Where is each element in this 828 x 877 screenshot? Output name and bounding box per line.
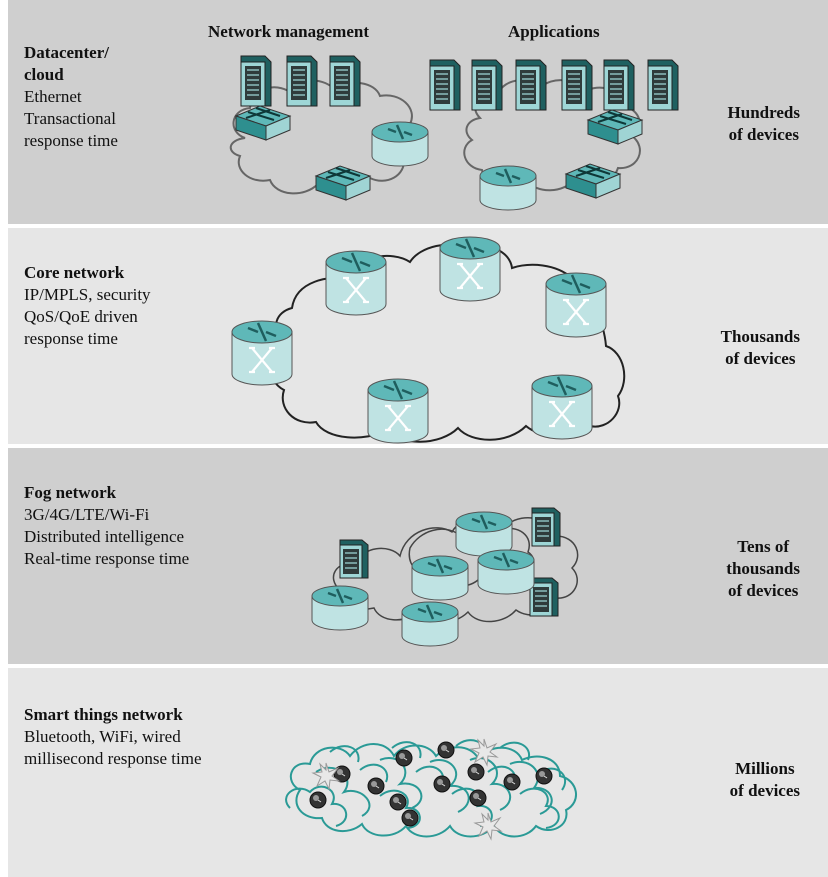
datacenter-title-2: cloud bbox=[24, 65, 64, 84]
sensor-icon bbox=[535, 767, 553, 785]
network-management-heading: Network management bbox=[208, 22, 369, 41]
fog-router-icon bbox=[400, 600, 460, 648]
datacenter-line-1: Ethernet bbox=[24, 87, 82, 106]
router-icon bbox=[370, 120, 430, 168]
core-router-icon bbox=[366, 377, 430, 445]
datacenter-scale: Hundreds of devices bbox=[728, 102, 800, 146]
sensor-icon bbox=[367, 777, 385, 795]
sensor-icon bbox=[437, 741, 455, 759]
core-router-icon bbox=[438, 235, 502, 303]
core-line-2: QoS/QoE driven bbox=[24, 307, 138, 326]
fog-router-icon bbox=[310, 584, 370, 632]
datacenter-line-2: Transactional bbox=[24, 109, 116, 128]
server-icon bbox=[471, 59, 503, 111]
server-icon bbox=[603, 59, 635, 111]
server-icon bbox=[429, 59, 461, 111]
fog-router-icon bbox=[410, 554, 470, 602]
sensor-icon bbox=[401, 809, 419, 827]
datacenter-scale-line-2: of devices bbox=[728, 125, 799, 144]
server-icon bbox=[561, 59, 593, 111]
fog-scale-line-3: of devices bbox=[727, 581, 799, 600]
fog-line-3: Real-time response time bbox=[24, 549, 190, 568]
fog-title: Fog network bbox=[24, 483, 117, 502]
fog-scale-line-1: Tens of bbox=[737, 537, 790, 556]
core-cloud bbox=[268, 243, 626, 443]
smart-things-line-2: millisecond response time bbox=[24, 749, 202, 768]
sensor-icon bbox=[389, 793, 407, 811]
core-scale-line-1: Thousands bbox=[720, 327, 800, 346]
fog-scale-line-2: thousands bbox=[726, 559, 800, 578]
sensor-icon bbox=[467, 763, 485, 781]
smart-things-title: Smart things network bbox=[24, 705, 183, 724]
core-line-3: response time bbox=[24, 329, 118, 348]
datacenter-line-3: response time bbox=[24, 131, 118, 150]
core-router-icon bbox=[544, 271, 608, 339]
tier-datacenter-band bbox=[8, 0, 828, 224]
fog-server-icon bbox=[339, 539, 369, 579]
fog-router-icon bbox=[476, 548, 536, 596]
switch-icon bbox=[315, 165, 371, 201]
smart-things-description: Smart things network Bluetooth, WiFi, wi… bbox=[24, 704, 202, 770]
sensor-icon bbox=[395, 749, 413, 767]
core-router-icon bbox=[230, 319, 294, 387]
smart-things-mesh bbox=[285, 739, 577, 838]
sensor-icon bbox=[469, 789, 487, 807]
smart-things-scale-line-1: Millions bbox=[735, 759, 795, 778]
datacenter-scale-line-1: Hundreds bbox=[727, 103, 800, 122]
fog-description: Fog network 3G/4G/LTE/Wi-Fi Distributed … bbox=[24, 482, 189, 570]
core-router-icon bbox=[530, 373, 594, 441]
smart-things-scale-line-2: of devices bbox=[729, 781, 800, 800]
router-icon bbox=[478, 164, 538, 212]
smart-things-line-1: Bluetooth, WiFi, wired bbox=[24, 727, 181, 746]
datacenter-title: Datacenter/ bbox=[24, 43, 109, 62]
fog-scale: Tens of thousands of devices bbox=[726, 536, 800, 602]
sensor-burst-icon bbox=[470, 738, 498, 766]
server-icon bbox=[240, 55, 272, 107]
fog-line-1: 3G/4G/LTE/Wi-Fi bbox=[24, 505, 150, 524]
server-icon bbox=[329, 55, 361, 107]
core-scale: Thousands of devices bbox=[721, 326, 800, 370]
server-icon bbox=[647, 59, 679, 111]
sensor-icon bbox=[309, 791, 327, 809]
sensor-burst-icon bbox=[474, 812, 502, 840]
core-description: Core network IP/MPLS, security QoS/QoE d… bbox=[24, 262, 151, 350]
server-icon bbox=[515, 59, 547, 111]
smart-things-scale: Millions of devices bbox=[730, 758, 800, 802]
sensor-icon bbox=[503, 773, 521, 791]
core-router-icon bbox=[324, 249, 388, 317]
fog-line-2: Distributed intelligence bbox=[24, 527, 185, 546]
core-title: Core network bbox=[24, 263, 125, 282]
switch-icon bbox=[235, 105, 291, 141]
fog-router-icon bbox=[454, 510, 514, 558]
core-line-1: IP/MPLS, security bbox=[24, 285, 151, 304]
core-scale-line-2: of devices bbox=[725, 349, 796, 368]
server-icon bbox=[286, 55, 318, 107]
tier-smart-things-band bbox=[8, 668, 828, 877]
fog-server-icon bbox=[531, 507, 561, 547]
sensor-icon bbox=[433, 775, 451, 793]
applications-heading: Applications bbox=[508, 22, 600, 41]
datacenter-description: Datacenter/ cloud Ethernet Transactional… bbox=[24, 42, 118, 152]
switch-icon bbox=[565, 163, 621, 199]
